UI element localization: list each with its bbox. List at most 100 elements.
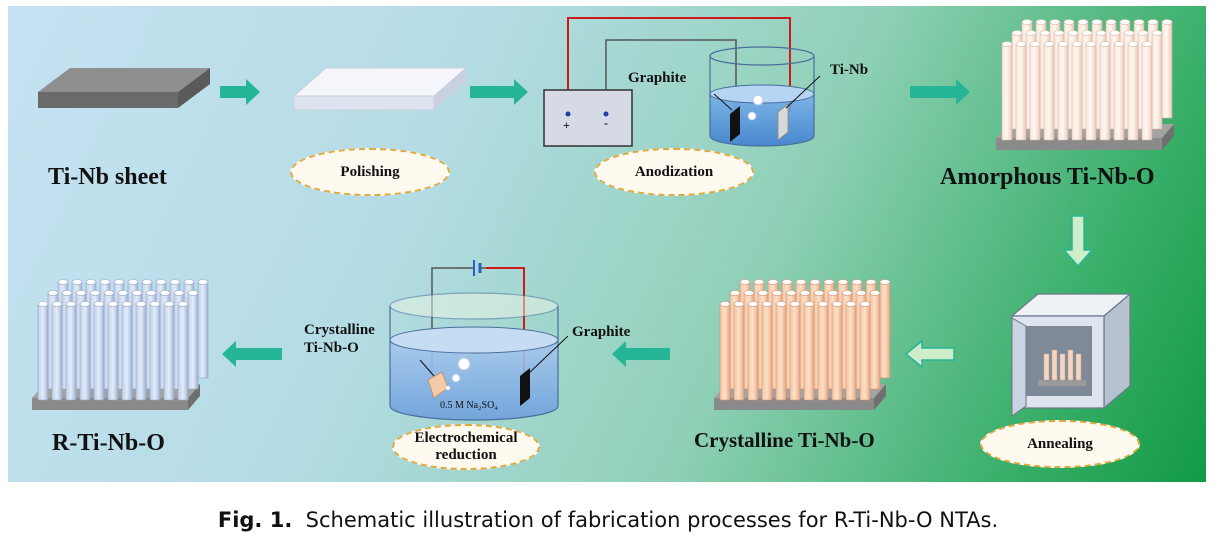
nanotube — [1141, 43, 1153, 141]
nanotube-opening — [183, 279, 195, 285]
label-r-ti-nb-o: R-Ti-Nb-O — [52, 430, 165, 456]
nanotube — [79, 303, 91, 401]
nanotube-opening — [1123, 30, 1135, 36]
nanotube-opening — [753, 279, 765, 285]
nanotube-opening — [845, 301, 857, 307]
caption-text: Schematic illustration of fabrication pr… — [305, 508, 999, 532]
nanotube-opening — [761, 301, 773, 307]
nanotube-opening — [1029, 41, 1041, 47]
nanotube — [1085, 43, 1097, 141]
nanotube — [187, 292, 199, 390]
nanotube-opening — [1127, 41, 1139, 47]
nanotube — [1029, 43, 1041, 141]
nanotube-opening — [173, 290, 185, 296]
nanotube-opening — [1095, 30, 1107, 36]
nanotube — [775, 303, 787, 401]
nanotube-opening — [47, 290, 59, 296]
step-electrochemical-line2: reduction — [435, 447, 497, 463]
nanotube-opening — [1001, 41, 1013, 47]
nanotube-opening — [135, 301, 147, 307]
step-anodization: Anodization — [594, 148, 754, 196]
nanotube-opening — [1147, 19, 1159, 25]
label-crystalline: Crystalline Ti-Nb-O — [694, 428, 875, 452]
nanotube-opening — [869, 290, 881, 296]
amorphous-nanotube-array — [996, 19, 1174, 150]
nanotube-opening — [837, 279, 849, 285]
nanotube-opening — [831, 301, 843, 307]
nanotube-opening — [1049, 19, 1061, 25]
nanotube-opening — [197, 279, 209, 285]
nanotube — [197, 281, 209, 379]
nanotube-opening — [1067, 30, 1079, 36]
nanotube-opening — [733, 301, 745, 307]
nanotube — [1151, 32, 1163, 130]
nanotube-opening — [113, 279, 125, 285]
arrow-1 — [220, 79, 260, 105]
arrow-2 — [470, 79, 528, 105]
nanotube-opening — [37, 301, 49, 307]
nanotube-opening — [1161, 19, 1173, 25]
nanotube-opening — [127, 279, 139, 285]
nanotube — [747, 303, 759, 401]
nanotube-opening — [719, 301, 731, 307]
nanotube-opening — [71, 279, 83, 285]
step-polishing: Polishing — [290, 148, 450, 196]
nanotube-opening — [739, 279, 751, 285]
nanotube — [1043, 43, 1055, 141]
caption-prefix: Fig. 1. — [217, 508, 293, 532]
nanotube — [1057, 43, 1069, 141]
nanotube-opening — [1025, 30, 1037, 36]
nanotube-opening — [729, 290, 741, 296]
nanotube-opening — [1035, 19, 1047, 25]
step-electrochemical-line1: Electrochemical — [414, 430, 518, 446]
nanotube-opening — [775, 301, 787, 307]
nanotube-opening — [103, 290, 115, 296]
label-graphite-cathode: Graphite — [572, 324, 631, 340]
nanotube-opening — [1043, 41, 1055, 47]
nanotube — [1113, 43, 1125, 141]
nanotube-opening — [1039, 30, 1051, 36]
nanotube-opening — [795, 279, 807, 285]
nanotube — [51, 303, 63, 401]
nanotube-opening — [747, 301, 759, 307]
nanotube — [817, 303, 829, 401]
anodization-setup — [543, 17, 821, 147]
nanotube-opening — [163, 301, 175, 307]
nanotube-opening — [803, 301, 815, 307]
nanotube — [845, 303, 857, 401]
nanotube-opening — [1105, 19, 1117, 25]
nanotube-opening — [789, 301, 801, 307]
nanotube — [719, 303, 731, 401]
nanotube — [1071, 43, 1083, 141]
label-amorphous: Amorphous Ti-Nb-O — [940, 164, 1155, 190]
nanotube-opening — [155, 279, 167, 285]
nanotube-opening — [781, 279, 793, 285]
nanotube-opening — [865, 279, 877, 285]
nanotube-opening — [817, 301, 829, 307]
ti-nb-sheet-graphic — [38, 68, 210, 108]
arrow-4 — [904, 339, 955, 369]
nanotube-opening — [1119, 19, 1131, 25]
figure-caption: Fig. 1. Schematic illustration of fabric… — [0, 508, 1216, 532]
polished-sheet-graphic — [292, 67, 468, 111]
label-minus-terminal: - — [604, 116, 608, 130]
nanotube — [177, 303, 189, 401]
nanotube-opening — [743, 290, 755, 296]
nanotube-opening — [169, 279, 181, 285]
nanotube-opening — [1053, 30, 1065, 36]
nanotube-opening — [799, 290, 811, 296]
nanotube-opening — [813, 290, 825, 296]
nanotube-opening — [1015, 41, 1027, 47]
nanotube — [859, 303, 871, 401]
nanotube-opening — [1109, 30, 1121, 36]
reduced-nanotube-array — [32, 279, 209, 410]
label-crystalline-electrode-2: Ti-Nb-O — [304, 340, 359, 356]
nanotube — [879, 281, 891, 379]
nanotube — [1015, 43, 1027, 141]
nanotube-opening — [75, 290, 87, 296]
nanotube-opening — [131, 290, 143, 296]
nanotube-opening — [827, 290, 839, 296]
nanotube — [1161, 21, 1173, 119]
nanotube — [1001, 43, 1013, 141]
nanotube-opening — [809, 279, 821, 285]
